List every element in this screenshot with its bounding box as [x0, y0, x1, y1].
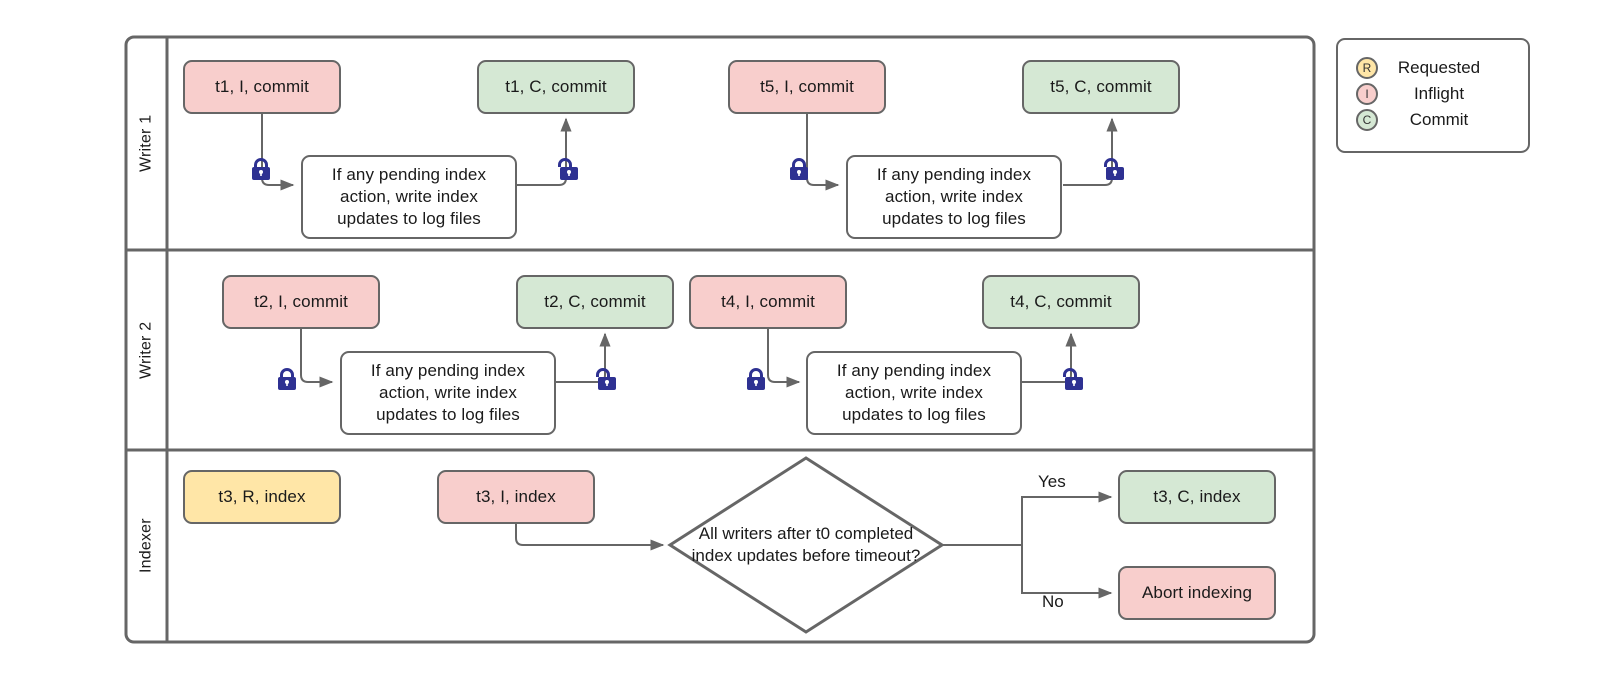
edge-label-yes: Yes [1038, 472, 1066, 491]
decision-diamond [667, 456, 945, 634]
lock-open-icon-group [558, 158, 1124, 390]
edge-label-no: No [1042, 592, 1064, 611]
node-writer2-t4-commit[interactable]: t4, C, commit [982, 275, 1140, 329]
node-writer2-t2-commit[interactable]: t2, C, commit [516, 275, 674, 329]
node-writer1-process-2[interactable]: If any pending index action, write index… [846, 155, 1062, 239]
indexer-connectors [515, 491, 1113, 599]
lane-label-writer-1: Writer 1 [137, 114, 155, 173]
lock-closed-icon-group [252, 158, 808, 390]
requested-badge-icon: R [1356, 57, 1378, 79]
node-writer1-t5-inflight[interactable]: t5, I, commit [728, 60, 886, 114]
node-writer1-t5-commit[interactable]: t5, C, commit [1022, 60, 1180, 114]
commit-badge-icon: C [1356, 109, 1378, 131]
node-writer2-process-2[interactable]: If any pending index action, write index… [806, 351, 1022, 435]
inflight-badge-icon: I [1356, 83, 1378, 105]
legend-panel: R Requested I Inflight C Commit [1336, 38, 1530, 153]
lane-label-writer-2: Writer 2 [137, 321, 155, 379]
node-indexer-abort[interactable]: Abort indexing [1118, 566, 1276, 620]
legend-item-inflight: I Inflight [1356, 81, 1500, 107]
node-writer2-process-1[interactable]: If any pending index action, write index… [340, 351, 556, 435]
node-writer1-process-1[interactable]: If any pending index action, write index… [301, 155, 517, 239]
swimlane-frame [124, 35, 1316, 644]
legend-label-requested: Requested [1397, 58, 1481, 77]
lane-label-indexer: Indexer [137, 518, 155, 574]
node-indexer-t3-requested[interactable]: t3, R, index [183, 470, 341, 524]
node-indexer-t3-inflight[interactable]: t3, I, index [437, 470, 595, 524]
legend-item-requested: R Requested [1356, 55, 1500, 81]
legend-label-inflight: Inflight [1413, 84, 1465, 103]
legend-label-commit: Commit [1409, 110, 1469, 129]
node-writer1-t1-commit[interactable]: t1, C, commit [477, 60, 635, 114]
node-writer2-t2-inflight[interactable]: t2, I, commit [222, 275, 380, 329]
node-indexer-t3-commit[interactable]: t3, C, index [1118, 470, 1276, 524]
decision-label: All writers after t0 completed index upd… [691, 523, 921, 565]
node-writer1-t1-inflight[interactable]: t1, I, commit [183, 60, 341, 114]
node-writer2-t4-inflight[interactable]: t4, I, commit [689, 275, 847, 329]
legend-item-commit: C Commit [1356, 107, 1500, 133]
